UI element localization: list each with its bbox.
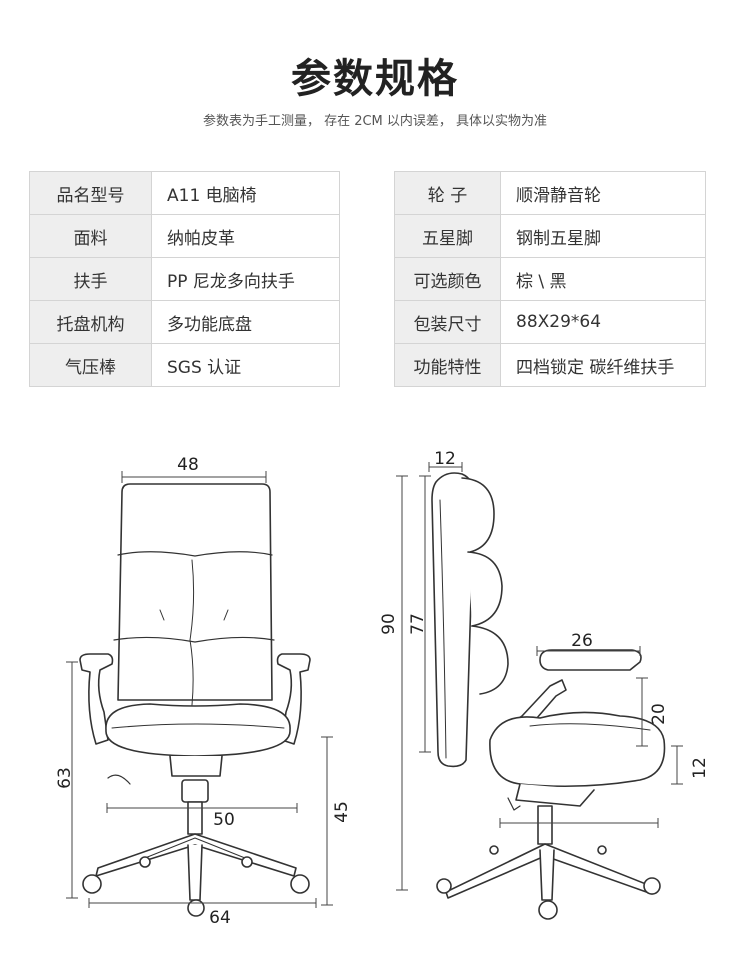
dim-back-height: 77 <box>408 613 428 635</box>
dim-base-width: 64 <box>209 908 231 928</box>
spec-value: SGS 认证 <box>151 343 340 387</box>
side-dimension-lines <box>396 462 683 891</box>
spec-key: 品名型号 <box>29 171 152 215</box>
table-row: 轮 子 顺滑静音轮 <box>394 171 706 215</box>
chair-side-illustration <box>431 472 666 920</box>
spec-value: PP 尼龙多向扶手 <box>151 257 340 301</box>
table-row: 五星脚 钢制五星脚 <box>394 214 706 258</box>
dim-headrest-depth: 12 <box>434 449 456 469</box>
table-row: 扶手 PP 尼龙多向扶手 <box>29 257 340 301</box>
dim-arm-height: 63 <box>55 767 75 789</box>
spec-value: 顺滑静音轮 <box>500 171 706 215</box>
spec-value: 钢制五星脚 <box>500 214 706 258</box>
dim-seat-height: 45 <box>332 801 352 823</box>
spec-key: 功能特性 <box>394 343 501 387</box>
chair-front-illustration <box>79 483 311 917</box>
dim-seat-width: 50 <box>213 810 235 830</box>
spec-key: 气压棒 <box>29 343 152 387</box>
spec-key: 面料 <box>29 214 152 258</box>
spec-key: 托盘机构 <box>29 300 152 344</box>
dim-armrest-length: 26 <box>571 631 593 651</box>
table-row: 面料 纳帕皮革 <box>29 214 340 258</box>
spec-key: 包装尺寸 <box>394 300 501 344</box>
dim-back-width: 48 <box>177 455 199 475</box>
spec-table-right: 轮 子 顺滑静音轮 五星脚 钢制五星脚 可选颜色 棕 \ 黑 包装尺寸 88X2… <box>394 171 706 387</box>
spec-table-left: 品名型号 A11 电脑椅 面料 纳帕皮革 扶手 PP 尼龙多向扶手 托盘机构 多… <box>29 171 340 387</box>
dim-seat-thickness: 12 <box>690 757 710 779</box>
spec-key: 扶手 <box>29 257 152 301</box>
page-subtitle: 参数表为手工测量， 存在 2CM 以内误差， 具体以实物为准 <box>202 114 548 129</box>
spec-value: 多功能底盘 <box>151 300 340 344</box>
spec-value: 纳帕皮革 <box>151 214 340 258</box>
table-row: 功能特性 四档锁定 碳纤维扶手 <box>394 343 706 387</box>
dim-total-height: 90 <box>379 613 399 635</box>
table-row: 托盘机构 多功能底盘 <box>29 300 340 344</box>
spec-key: 可选颜色 <box>394 257 501 301</box>
spec-key: 轮 子 <box>394 171 501 215</box>
spec-value: 四档锁定 碳纤维扶手 <box>500 343 706 387</box>
table-row: 气压棒 SGS 认证 <box>29 343 340 387</box>
dim-armrest-height: 20 <box>649 703 669 725</box>
table-row: 品名型号 A11 电脑椅 <box>29 171 340 215</box>
page-title: 参数规格 <box>291 56 459 102</box>
front-dimension-lines <box>66 471 333 908</box>
spec-key: 五星脚 <box>394 214 501 258</box>
